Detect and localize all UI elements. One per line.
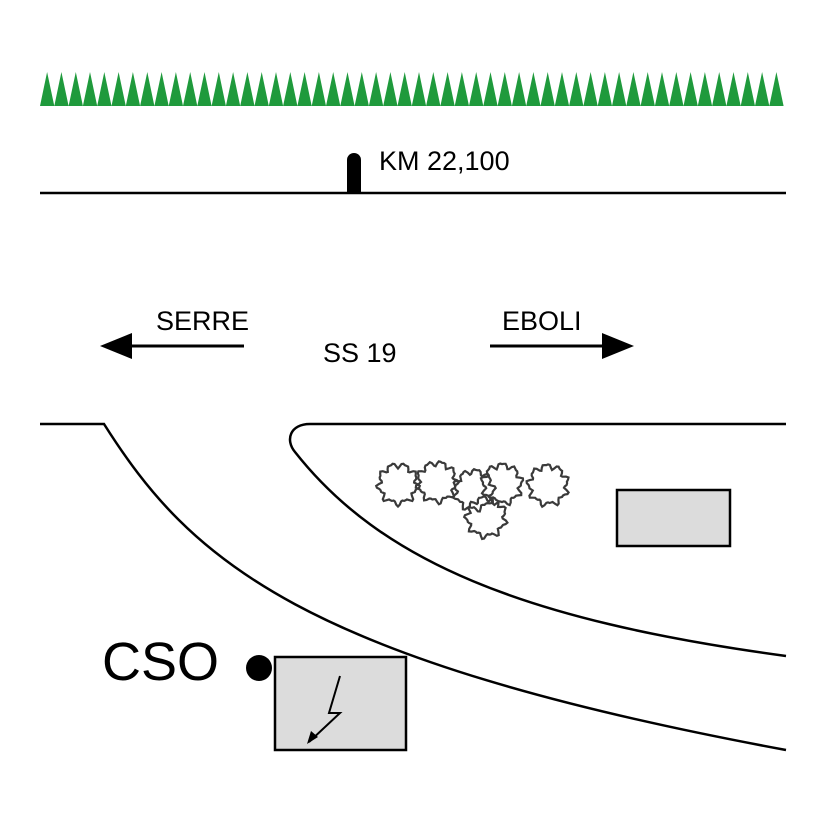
- arrow-east-icon: [490, 333, 634, 359]
- building: [615, 488, 732, 548]
- road-edge-lower: [40, 422, 787, 752]
- tree-icon: [479, 462, 525, 507]
- tree-group: [374, 460, 570, 541]
- tree-icon: [525, 463, 570, 509]
- tree-icon: [462, 494, 509, 541]
- tree-icon: [414, 460, 461, 506]
- km-marker-label: KM 22,100: [379, 146, 510, 176]
- tree-icon: [451, 467, 498, 513]
- arrow-west-icon: [100, 333, 244, 359]
- station-dot-icon: [246, 655, 272, 681]
- road-name-label: SS 19: [323, 338, 397, 368]
- road-edge-median: [288, 422, 787, 658]
- tree-icon: [374, 462, 422, 509]
- substation-box: [273, 655, 408, 752]
- hedge-icon: [40, 72, 784, 106]
- direction-label-east: EBOLI: [502, 306, 582, 336]
- hedge-triangles: [40, 72, 784, 106]
- station-label: CSO: [102, 632, 219, 692]
- lightning-bolt-icon: [307, 675, 343, 744]
- direction-label-west: SERRE: [156, 306, 249, 336]
- milestone-icon: [347, 153, 361, 193]
